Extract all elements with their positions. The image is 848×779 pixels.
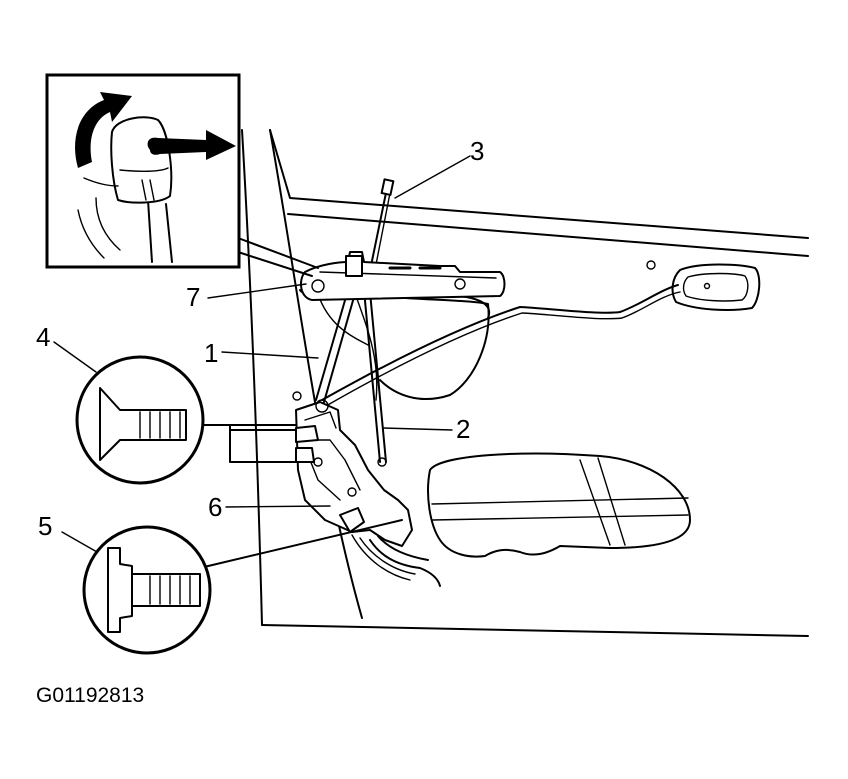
lower-service-hole [427,452,691,558]
inset-detail-box [45,73,241,269]
callout-4: 4 [36,322,50,352]
door-lock-assembly [295,399,441,587]
cables-and-rods [299,178,681,463]
screw-detail-circle [75,355,205,485]
callout-3: 3 [470,136,484,166]
inner-door-handle [671,263,761,311]
callout-7: 7 [186,282,200,312]
outer-handle-bracket [299,251,506,301]
callout-6: 6 [208,492,222,522]
callout-leaders [53,155,471,568]
callout-1: 1 [204,338,218,368]
callout-2: 2 [456,414,470,444]
callout-5: 5 [38,511,52,541]
door-panel-outline [241,129,809,637]
figure-code: G01192813 [36,684,144,707]
callout-labels: 3 7 1 4 2 6 5 [36,136,484,541]
bolt-detail-circle [82,525,212,655]
